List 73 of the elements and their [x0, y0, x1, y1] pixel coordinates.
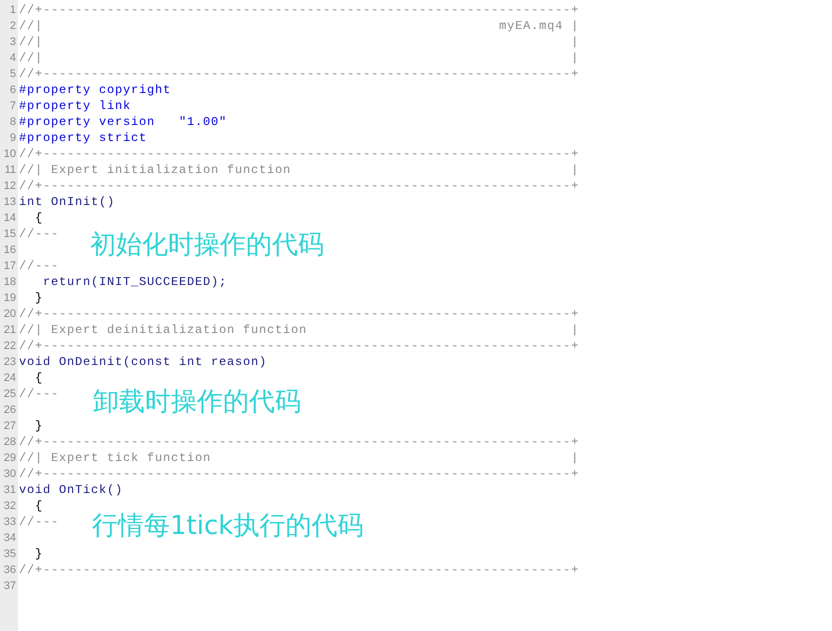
code-line: //+------------------------------------------------------------------+	[19, 466, 580, 482]
line-number: 19	[2, 291, 16, 306]
code-line: //+------------------------------------------------------------------+	[19, 434, 580, 450]
code-line: //+------------------------------------------------------------------+	[19, 146, 580, 162]
code-line: }	[34, 546, 44, 562]
line-number: 2	[8, 19, 16, 34]
code-line: //---	[19, 386, 60, 402]
line-number: 30	[2, 467, 16, 482]
line-number: 3	[8, 35, 16, 50]
code-line: //| myEA.mq4 |	[19, 18, 580, 34]
code-line: #property strict	[19, 130, 148, 146]
line-number: 28	[2, 435, 16, 450]
line-number: 17	[2, 259, 16, 274]
code-line: #property version "1.00"	[19, 114, 228, 130]
line-number: 23	[2, 355, 16, 370]
code-line: }	[34, 418, 44, 434]
code-line: {	[34, 498, 44, 514]
line-number: 6	[8, 83, 16, 98]
line-number: 32	[2, 499, 16, 514]
code-line: //---	[19, 258, 60, 274]
line-number: 13	[2, 195, 16, 210]
line-number: 33	[2, 515, 16, 530]
line-number: 36	[2, 563, 16, 578]
code-line: //---	[19, 226, 60, 242]
code-line: //+------------------------------------------------------------------+	[19, 338, 580, 354]
line-number: 12	[2, 179, 16, 194]
line-number: 5	[8, 67, 16, 82]
line-number: 26	[2, 403, 16, 418]
line-number: 10	[2, 147, 16, 162]
line-number: 29	[2, 451, 16, 466]
line-number: 7	[8, 99, 16, 114]
code-line: //+------------------------------------------------------------------+	[19, 562, 580, 578]
line-number: 31	[2, 483, 16, 498]
line-number: 35	[2, 547, 16, 562]
annotation-text: 卸载时操作的代码	[93, 386, 301, 418]
line-number: 34	[2, 531, 16, 546]
code-line: //+------------------------------------------------------------------+	[19, 66, 580, 82]
code-line: {	[34, 370, 44, 386]
code-line: //+------------------------------------------------------------------+	[19, 178, 580, 194]
line-number: 8	[8, 115, 16, 130]
line-number: 18	[2, 275, 16, 290]
line-number: 21	[2, 323, 16, 338]
annotation-text: 初始化时操作的代码	[90, 229, 324, 261]
line-number: 16	[2, 243, 16, 258]
code-line: {	[34, 210, 44, 226]
annotation-text: 行情每1tick执行的代码	[92, 510, 364, 542]
line-number: 15	[2, 227, 16, 242]
line-number: 1	[8, 3, 16, 18]
line-number: 20	[2, 307, 16, 322]
code-line: //+------------------------------------------------------------------+	[19, 2, 580, 18]
line-number: 11	[4, 163, 16, 178]
code-line: #property copyright	[19, 82, 172, 98]
code-line: void OnDeinit(const int reason)	[19, 354, 268, 370]
code-line: //+------------------------------------------------------------------+	[19, 306, 580, 322]
line-number: 24	[2, 371, 16, 386]
code-line: void OnTick()	[19, 482, 124, 498]
code-line: //| |	[19, 50, 580, 66]
code-line: }	[34, 290, 44, 306]
line-number: 9	[8, 131, 16, 146]
code-line: //| Expert initialization function |	[19, 162, 580, 178]
code-line: //| Expert tick function |	[19, 450, 580, 466]
code-line: int OnInit()	[19, 194, 116, 210]
line-number: 37	[2, 579, 16, 594]
code-line: //| |	[19, 34, 580, 50]
code-line: //| Expert deinitialization function |	[19, 322, 580, 338]
line-number: 4	[8, 51, 16, 66]
line-number: 25	[2, 387, 16, 402]
line-number: 27	[2, 419, 16, 434]
code-line: #property link	[19, 98, 132, 114]
line-number: 22	[2, 339, 16, 354]
code-line: //---	[19, 514, 60, 530]
line-number: 14	[2, 211, 16, 226]
code-line: return(INIT_SUCCEEDED);	[42, 274, 228, 290]
